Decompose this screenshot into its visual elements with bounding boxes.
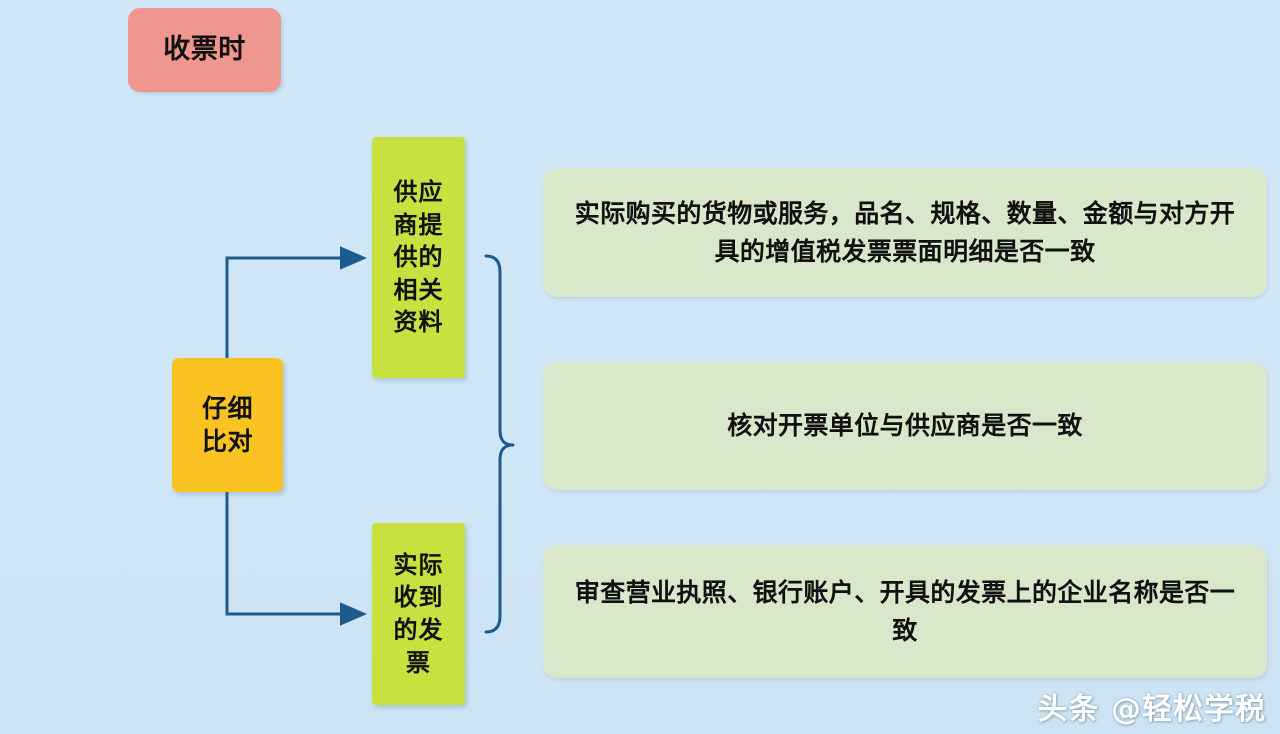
node-supplier-provided-documents-line-2: 商提 (393, 210, 444, 239)
connector-to-supplier-docs (225, 246, 367, 358)
detail-card-license-match-text: 审查营业执照、银行账户、开具的发票上的企业名称是否一致 (574, 577, 1236, 645)
node-supplier-provided-documents[interactable]: 供应 商提 供的 相关 资料 (372, 137, 465, 378)
node-supplier-provided-documents-line-4: 相关 (393, 275, 444, 304)
node-careful-comparison-label: 仔细 比对 (202, 392, 253, 459)
detail-card-issuer-match[interactable]: 核对开票单位与供应商是否一致 (543, 362, 1267, 490)
detail-card-goods-match[interactable]: 实际购买的货物或服务，品名、规格、数量、金额与对方开具的增值税发票票面明细是否一… (543, 168, 1267, 297)
detail-card-license-match[interactable]: 审查营业执照、银行账户、开具的发票上的企业名称是否一致 (543, 545, 1267, 678)
node-actually-received-invoice-line-3: 的发 (393, 616, 444, 644)
detail-card-issuer-match-text: 核对开票单位与供应商是否一致 (727, 411, 1083, 440)
node-careful-comparison[interactable]: 仔细 比对 (172, 358, 283, 492)
grouping-brace (484, 254, 515, 634)
node-careful-comparison-line-1: 仔细 (201, 393, 253, 423)
node-supplier-provided-documents-label: 供应 商提 供的 相关 资料 (394, 176, 444, 339)
watermark-text: 头条 @轻松学税 (1037, 692, 1266, 727)
detail-card-goods-match-text: 实际购买的货物或服务，品名、规格、数量、金额与对方开具的增值税发票票面明细是否一… (574, 198, 1236, 266)
node-supplier-provided-documents-line-5: 资料 (393, 308, 444, 337)
node-invoice-receipt-time-label: 收票时 (163, 33, 246, 65)
node-invoice-receipt-time[interactable]: 收票时 (128, 8, 281, 92)
node-actually-received-invoice-line-1: 实际 (393, 550, 444, 579)
node-supplier-provided-documents-line-1: 供应 (393, 177, 444, 206)
node-supplier-provided-documents-line-3: 供的 (393, 243, 444, 272)
connector-to-received-invoice (225, 492, 367, 626)
node-actually-received-invoice[interactable]: 实际 收到 的发 票 (372, 523, 465, 705)
node-careful-comparison-line-2: 比对 (201, 427, 253, 456)
node-actually-received-invoice-label: 实际 收到 的发 票 (394, 549, 444, 680)
node-actually-received-invoice-line-2: 收到 (393, 583, 444, 612)
node-actually-received-invoice-line-4: 票 (406, 648, 431, 677)
